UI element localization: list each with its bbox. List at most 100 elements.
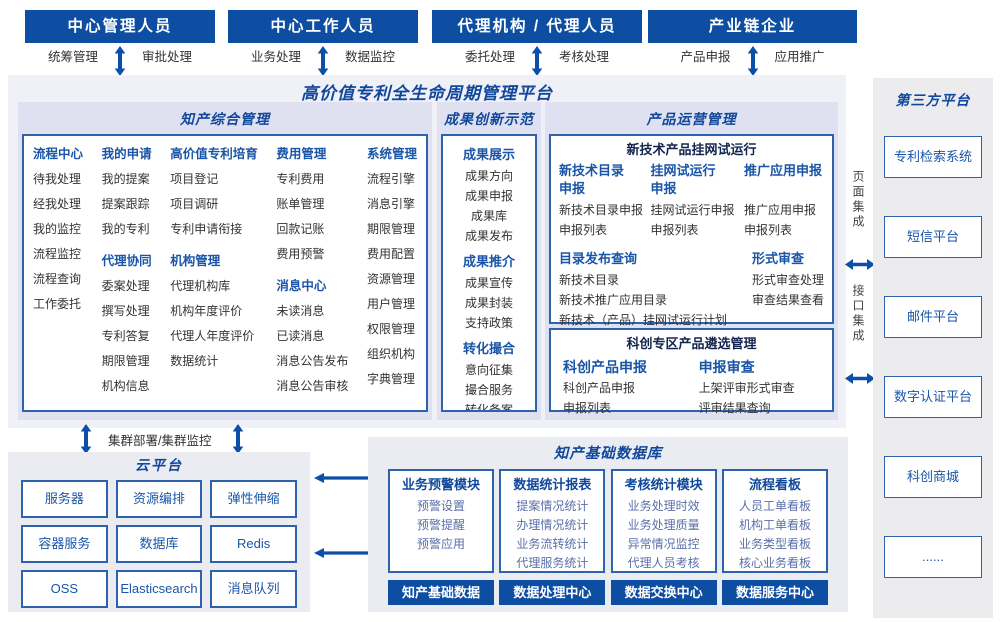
menu-item: 专利申请衔接 [170, 222, 243, 236]
third-party-item: 数字认证平台 [884, 376, 982, 418]
data-center-bar: 数据处理中心 [499, 580, 606, 605]
menu-item: 成果宣传 [464, 276, 513, 290]
menu-item: 我的监控 [33, 222, 82, 236]
leftright-arrow-icon [845, 373, 875, 384]
menu-item: 已读消息 [276, 329, 325, 343]
section-ip-management: 知产综合管理 流程中心 待我处理经我处理我的监控流程监控流程查询工作委托 我的申… [18, 102, 432, 420]
menu-column: 系统管理 流程引擎消息引擎期限管理费用配置资源管理用户管理权限管理组织机构字典管… [367, 142, 417, 404]
section-title: 成果创新示范 [444, 111, 534, 127]
data-center-bar: 数据服务中心 [721, 580, 828, 605]
updown-arrow-icon [531, 46, 543, 76]
menu-item: 支持政策 [464, 316, 513, 330]
menu-item: 费用预警 [276, 247, 325, 261]
updown-arrow-icon [80, 424, 92, 454]
menu-group-header: 费用管理 [276, 147, 327, 161]
data-platform-title: 知产基础数据库 [553, 446, 663, 462]
menu-item: 成果封装 [464, 296, 513, 310]
menu-item: 专利费用 [276, 172, 325, 186]
stat-item: 业务处理时效 [627, 499, 700, 513]
role-task-label: 统筹管理 [47, 50, 98, 64]
menu-group-header: 消息中心 [276, 279, 327, 293]
menu-group-header: 流程中心 [33, 147, 84, 161]
menu-group: 挂网试运行申报 挂网试运行申报申报列表 [651, 162, 739, 240]
stat-module: 数据统计报表 提案情况统计办理情况统计业务流转统计代理服务统计 数据处理中心 [499, 469, 606, 605]
third-party-item: ...... [884, 536, 982, 578]
platform-title: 高价值专利全生命周期管理平台 [301, 84, 553, 103]
user-role-group: 中心工作人员 业务处理 数据监控 [228, 10, 418, 76]
menu-item: 新技术目录 [559, 273, 620, 287]
stat-item: 异常情况监控 [627, 537, 700, 551]
menu-item: 科创产品申报 [563, 381, 636, 395]
role-title: 中心工作人员 [228, 10, 418, 43]
menu-item: 成果申报 [464, 189, 513, 203]
menu-group: 形式审查 形式审查处理审查结果查看 [752, 248, 824, 330]
menu-item: 费用配置 [366, 247, 415, 261]
stat-item: 代理人员考核 [627, 556, 700, 570]
module-header: 数据统计报表 [513, 477, 592, 492]
updown-arrow-icon [317, 46, 329, 76]
menu-item: 消息公告审核 [276, 379, 349, 393]
menu-item: 撮合服务 [464, 383, 513, 397]
menu-item: 成果方向 [464, 169, 513, 183]
api-integration-label: 接口集成 [851, 284, 865, 344]
role-title: 中心管理人员 [25, 10, 215, 43]
menu-group: 成果推介 成果宣传成果封装支持政策 [445, 250, 533, 333]
user-role-group: 中心管理人员 统筹管理 审批处理 [25, 10, 215, 76]
menu-item: 上架评审形式审查 [698, 381, 795, 395]
menu-item: 机构信息 [101, 379, 150, 393]
menu-group-header: 挂网试运行申报 [650, 163, 716, 196]
menu-item: 意向征集 [464, 363, 513, 377]
menu-group: 科创产品申报 科创产品申报申报列表 [563, 356, 673, 418]
menu-item: 申报列表 [563, 401, 612, 415]
cloud-service-box: Elasticsearch [115, 570, 203, 608]
role-task-label: 考核处理 [559, 50, 610, 64]
menu-item: 申报列表 [559, 223, 608, 237]
stat-item: 业务类型看板 [738, 537, 811, 551]
menu-group-header: 申报审查 [698, 359, 755, 375]
menu-item: 我的专利 [101, 222, 150, 236]
page-integration-label: 页面集成 [851, 170, 865, 230]
menu-group-header: 形式审查 [752, 251, 805, 266]
stat-module-box: 考核统计模块 业务处理时效业务处理质量异常情况监控代理人员考核 [610, 469, 717, 573]
role-title: 代理机构 / 代理人员 [432, 10, 642, 43]
menu-column: 流程中心 待我处理经我处理我的监控流程监控流程查询工作委托 [33, 142, 83, 404]
data-center-bar: 数据交换中心 [610, 580, 717, 605]
menu-group-header: 成果推介 [462, 254, 515, 269]
menu-item: 机构年度评价 [170, 304, 243, 318]
menu-item: 工作委托 [33, 297, 82, 311]
leftright-arrow-icon [845, 259, 875, 270]
role-task-label: 审批处理 [142, 50, 193, 64]
menu-item: 成果库 [470, 209, 507, 223]
menu-item: 项目登记 [170, 172, 219, 186]
third-party-title: 第三方平台 [895, 92, 971, 108]
user-role-group: 代理机构 / 代理人员 委托处理 考核处理 [432, 10, 642, 76]
stat-item: 代理服务统计 [516, 556, 589, 570]
menu-item: 撰写处理 [101, 304, 150, 318]
menu-item: 申报列表 [650, 223, 699, 237]
role-title: 产业链企业 [648, 10, 857, 43]
cloud-service-box: OSS [21, 570, 108, 608]
menu-item: 新技术（产品）挂网试运行计划 [559, 313, 728, 327]
stat-module: 考核统计模块 业务处理时效业务处理质量异常情况监控代理人员考核 数据交换中心 [610, 469, 717, 605]
role-task-label: 应用推广 [774, 50, 825, 64]
role-task-label: 业务处理 [250, 50, 301, 64]
menu-item: 申报列表 [744, 223, 793, 237]
menu-item: 代理人年度评价 [170, 329, 255, 343]
menu-group: 申报审查 上架评审形式审查评审结果查询 [699, 356, 824, 418]
menu-group-header: 目录发布查询 [559, 251, 638, 266]
menu-item: 推广应用申报 [744, 203, 817, 217]
menu-item: 项目调研 [170, 197, 219, 211]
menu-item: 用户管理 [366, 297, 415, 311]
menu-item: 数据统计 [170, 354, 219, 368]
menu-item: 资源管理 [366, 272, 415, 286]
section-product-operation: 产品运营管理 新技术产品挂网试运行 新技术目录申报 新技术目录申报申报列表 挂网… [545, 102, 838, 420]
cloud-service-box: 容器服务 [21, 525, 108, 563]
menu-column: 费用管理 专利费用账单管理回款记账费用预警 消息中心 未读消息已读消息消息公告发… [276, 142, 348, 404]
menu-item: 组织机构 [366, 347, 415, 361]
menu-item: 评审结果查询 [698, 401, 771, 415]
menu-item: 消息公告发布 [276, 354, 349, 368]
stat-module-box: 业务预警模块 预警设置预警提醒预警应用 [388, 469, 494, 573]
product-selection-box: 科创专区产品遴选管理 科创产品申报 科创产品申报申报列表 申报审查 上架评审形式… [549, 328, 834, 415]
menu-group: 新技术目录申报 新技术目录申报申报列表 [559, 162, 645, 240]
updown-arrow-icon [114, 46, 126, 76]
